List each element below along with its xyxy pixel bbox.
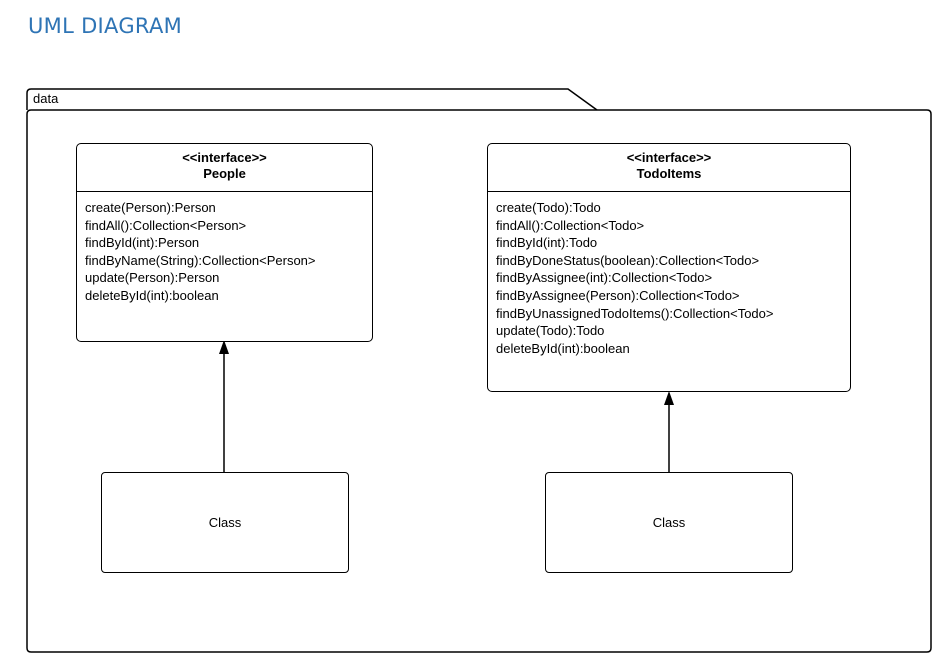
interface-people: <<interface>> People create(Person):Pers… xyxy=(76,143,373,342)
interface-name: People xyxy=(203,166,246,181)
operation: deleteById(int):boolean xyxy=(85,287,219,303)
interface-header: <<interface>> People xyxy=(77,144,372,192)
operation: update(Todo):Todo xyxy=(496,323,605,339)
class-box-people-impl: Class xyxy=(101,472,349,573)
interface-name: TodoItems xyxy=(636,166,702,181)
operations-list: create(Todo):Todo findAll():Collection<T… xyxy=(488,192,850,357)
stereotype-label: <<interface>> xyxy=(182,150,267,165)
page-title: UML DIAGRAM xyxy=(28,14,183,38)
arrowhead-todoitems xyxy=(664,391,674,405)
operation: update(Person):Person xyxy=(85,270,220,286)
operation: findById(int):Person xyxy=(85,235,200,251)
class-box-todoitems-impl: Class xyxy=(545,472,793,573)
interface-todoitems: <<interface>> TodoItems create(Todo):Tod… xyxy=(487,143,851,392)
operation: findAll():Collection<Person> xyxy=(85,217,247,233)
stereotype-label: <<interface>> xyxy=(626,150,712,165)
operation: findAll():Collection<Todo> xyxy=(496,217,645,233)
arrowhead-people xyxy=(219,340,229,354)
operation: findByUnassignedTodoItems():Collection<T… xyxy=(496,305,774,321)
operations-list: create(Person):Person findAll():Collecti… xyxy=(77,192,372,305)
operation: create(Person):Person xyxy=(85,200,216,215)
operation: findByAssignee(int):Collection<Todo> xyxy=(496,270,713,286)
operation: create(Todo):Todo xyxy=(496,200,601,215)
operation: findByAssignee(Person):Collection<Todo> xyxy=(496,287,740,303)
package-name: data xyxy=(33,91,59,106)
class-label: Class xyxy=(652,515,686,530)
operation: findById(int):Todo xyxy=(496,235,598,251)
operation: deleteById(int):boolean xyxy=(496,340,630,356)
operation: findByName(String):Collection<Person> xyxy=(85,252,316,268)
interface-header: <<interface>> TodoItems xyxy=(488,144,850,192)
operation: findByDoneStatus(boolean):Collection<Tod… xyxy=(496,252,760,268)
class-label: Class xyxy=(208,515,242,530)
